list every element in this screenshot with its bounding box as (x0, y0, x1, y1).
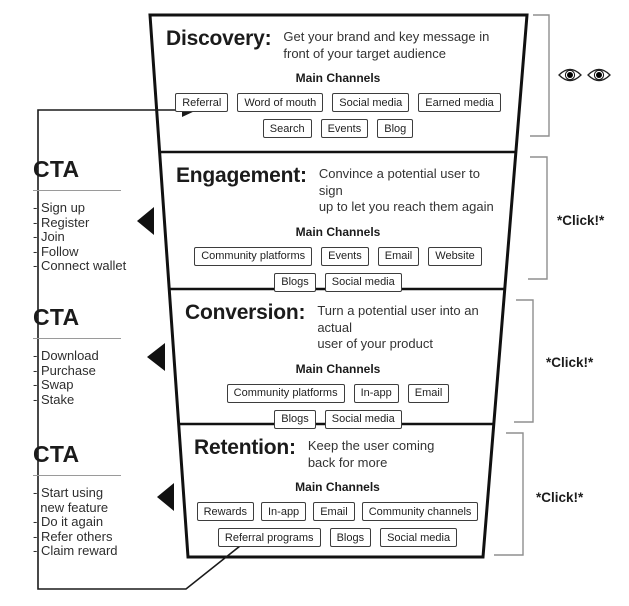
section-title: Retention: (194, 436, 296, 459)
section-title: Conversion: (185, 301, 306, 324)
cta-block-engagement: CTA - Sign up - Register - Join - Follow… (33, 156, 139, 274)
cta-title: CTA (33, 441, 80, 467)
section-bracket-conversion (514, 299, 534, 423)
channels-row: Search Events Blog (158, 119, 518, 138)
cta-item: - Join (33, 229, 65, 244)
channel-chip: Community platforms (226, 383, 345, 403)
channel-chip: In-app (260, 502, 307, 521)
funnel-section-discovery: Discovery: Get your brand and key messag… (158, 15, 518, 138)
channels-row: Community platforms In-app Email (177, 383, 499, 403)
funnel-section-retention: Retention: Keep the user coming back for… (186, 424, 489, 547)
cta-underline (33, 475, 121, 476)
channels-row: Rewards In-app Email Community channels (186, 502, 489, 521)
channel-chip: Events (321, 246, 369, 266)
cta-underline (33, 338, 121, 339)
cta-underline (33, 190, 121, 191)
cta-item: - Download (33, 348, 99, 363)
cta-item: - Do it again (33, 514, 104, 529)
cta-item: - Register (33, 214, 90, 230)
channels-row: Blogs Social media (177, 409, 499, 429)
cta-list: - Sign up - Register - Join - Follow - C… (33, 200, 139, 274)
funnel-section-conversion: Conversion: Turn a potential user into a… (177, 289, 499, 429)
click-annotation-conversion: *Click!* (546, 355, 594, 370)
cta-item: - Claim reward (33, 543, 118, 558)
channel-chip: Community platforms (194, 246, 313, 266)
channel-chip: Social media (324, 409, 402, 429)
section-description: Turn a potential user into an actual use… (317, 303, 479, 351)
channels-row: Referral programs Blogs Social media (186, 528, 489, 547)
cta-pointer-icon-retention (157, 483, 174, 511)
funnel-section-engagement: Engagement: Convince a potential user to… (168, 152, 508, 292)
main-channels-label: Main Channels (295, 224, 381, 239)
main-channels-label: Main Channels (295, 480, 380, 494)
section-title: Engagement: (176, 164, 307, 187)
channel-chip: Referral programs (217, 528, 321, 547)
cta-title: CTA (33, 304, 80, 330)
cta-item: - Refer others (33, 528, 113, 544)
channel-chip: Events (320, 119, 369, 138)
cta-item: - Start using new feature (33, 485, 109, 515)
channels-row: Blogs Social media (168, 272, 508, 292)
channel-chip: Blog (377, 119, 414, 138)
click-annotation-retention: *Click!* (536, 490, 584, 505)
cta-item: - Purchase (33, 362, 96, 378)
channel-chip: Email (377, 246, 420, 266)
section-description: Convince a potential user to sign up to … (318, 166, 494, 214)
section-bracket-retention (494, 432, 524, 556)
section-header: Discovery: Get your brand and key messag… (158, 15, 518, 62)
channels-row: Community platforms Events Email Website (168, 246, 508, 266)
channels-row: Referral Word of mouth Social media Earn… (158, 93, 518, 112)
channel-chip: Website (428, 246, 482, 266)
cta-pointer-icon-conversion (147, 343, 165, 371)
main-channels-label: Main Channels (295, 71, 381, 85)
cta-item: - Sign up (33, 200, 86, 215)
feedback-loop-line (37, 109, 241, 590)
channel-chip: Blogs (329, 528, 372, 547)
section-header: Engagement: Convince a potential user to… (168, 152, 508, 216)
section-description: Get your brand and key message in front … (283, 29, 490, 61)
cta-list: - Start using new feature - Do it again … (33, 485, 139, 559)
cta-item: - Stake (33, 391, 75, 407)
section-header: Conversion: Turn a potential user into a… (177, 289, 499, 353)
cta-item: - Swap (33, 377, 74, 392)
section-title: Discovery: (166, 27, 272, 50)
channel-chip: Blogs (274, 409, 316, 429)
cta-item: - Follow (33, 243, 79, 259)
main-channels-label: Main Channels (295, 361, 381, 376)
cta-list: - Download - Purchase - Swap - Stake (33, 348, 139, 407)
channel-chip: Social media (380, 528, 458, 547)
channel-chip: In-app (353, 383, 399, 403)
channel-chip: Referral (175, 93, 229, 112)
channel-chip: Community channels (361, 502, 479, 521)
cta-block-retention: CTA - Start using new feature - Do it ag… (33, 441, 139, 559)
channel-chip: Blogs (274, 272, 316, 292)
cta-block-conversion: CTA - Download - Purchase - Swap - Stake (33, 304, 139, 407)
channel-chip: Social media (324, 272, 402, 292)
cta-item: - Connect wallet (33, 258, 127, 273)
click-annotation-engagement: *Click!* (557, 213, 605, 228)
channel-chip: Email (407, 383, 450, 403)
section-bracket-discovery (530, 14, 550, 137)
cta-title: CTA (33, 156, 80, 182)
channel-chip: Email (313, 502, 355, 521)
eye-icon-left (558, 68, 582, 82)
channel-chip: Search (262, 119, 312, 138)
channel-chip: Earned media (418, 93, 501, 112)
eye-icon-right (587, 68, 611, 82)
channel-chip: Social media (332, 93, 410, 112)
section-header: Retention: Keep the user coming back for… (186, 424, 489, 471)
section-description: Keep the user coming back for more (307, 438, 435, 470)
channel-chip: Rewards (196, 502, 254, 521)
section-bracket-engagement (528, 156, 548, 280)
cta-pointer-icon-engagement (137, 207, 154, 235)
channel-chip: Word of mouth (237, 93, 324, 112)
